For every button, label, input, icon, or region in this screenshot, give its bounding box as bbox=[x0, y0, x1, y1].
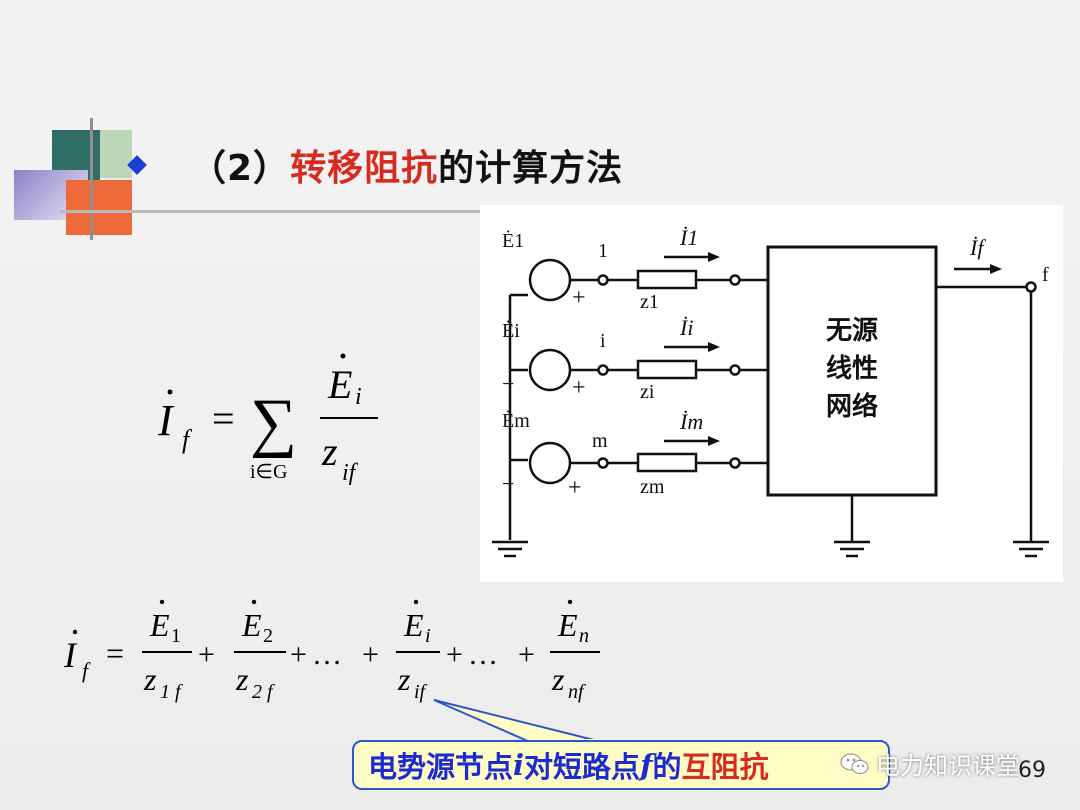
network-label-line-2: 线性 bbox=[826, 354, 878, 384]
f2-term-2-den: z bbox=[235, 661, 249, 697]
slide-title: （2）转移阻抗的计算方法 bbox=[190, 139, 623, 191]
f2-ellipsis-2: … bbox=[468, 638, 498, 671]
title-prefix: （2） bbox=[190, 148, 291, 189]
f2-dot-term-2 bbox=[251, 599, 257, 605]
f2-term-1-num-sub: 1 bbox=[171, 625, 181, 647]
f2-equals: = bbox=[106, 635, 124, 671]
f2-term-1-den-sub: 1 f bbox=[160, 681, 183, 703]
plus-sign-m: + bbox=[568, 475, 582, 501]
current-label-m: İm bbox=[679, 409, 703, 434]
f2-lhs: I bbox=[63, 635, 78, 675]
f1-lhs-sub: f bbox=[182, 425, 193, 454]
callout-var-f: f bbox=[640, 748, 653, 782]
f2-term-i-num: E bbox=[403, 607, 424, 643]
f2-term-2-den-sub: 2 f bbox=[252, 681, 275, 703]
network-label-line-1: 无源 bbox=[826, 316, 878, 346]
minus-sign-i: − bbox=[502, 371, 514, 396]
circuit-diagram: Ė1 Ėi Ėm 1 i m İ1 İi İm z1 zi zm İf f + … bbox=[480, 205, 1063, 582]
f2-term-i-den: z bbox=[397, 661, 411, 697]
decor-orange-block bbox=[66, 180, 132, 235]
callout-text-3: 的 bbox=[652, 750, 682, 784]
plus-sign-i: + bbox=[572, 375, 586, 401]
callout-text-2: 对短路点 bbox=[524, 750, 641, 784]
node-label-i: i bbox=[600, 330, 606, 352]
f1-sum-index: i∈G bbox=[250, 461, 287, 483]
title-underline bbox=[60, 210, 490, 213]
arrow-heads bbox=[708, 252, 1002, 446]
title-suffix: 的计算方法 bbox=[438, 148, 624, 189]
formula-expanded-svg: I f = E 1 z 1 f + E 2 z 2 f + … + E i bbox=[63, 599, 600, 703]
plus-sign-1: + bbox=[572, 285, 586, 311]
f1-sum-symbol: ∑ bbox=[250, 386, 297, 459]
watermark: 电力知识课堂 bbox=[840, 746, 1020, 781]
circuit-svg: Ė1 Ėi Ėm 1 i m İ1 İi İm z1 zi zm İf f + … bbox=[492, 225, 1049, 558]
f2-term-n-den-sub: nf bbox=[568, 681, 586, 703]
f2-term-i-num-sub: i bbox=[425, 625, 431, 647]
callout-pointer-shape bbox=[433, 699, 603, 743]
impedance-label-i: zi bbox=[640, 381, 655, 403]
f1-denominator: z bbox=[321, 429, 338, 474]
current-label-i: İi bbox=[679, 315, 693, 340]
title-row: （2）转移阻抗的计算方法 bbox=[127, 139, 623, 191]
f2-term-n-den: z bbox=[551, 661, 565, 697]
f1-equals: = bbox=[212, 396, 235, 441]
f2-lhs-sub: f bbox=[82, 658, 91, 683]
diamond-bullet-icon bbox=[127, 155, 147, 175]
f2-term-2-num-sub: 2 bbox=[263, 625, 273, 647]
circuit-wires bbox=[492, 245, 1049, 558]
source-label-m: Ėm bbox=[502, 409, 530, 432]
f1-lhs: I bbox=[157, 396, 175, 445]
f2-term-n-num: E bbox=[557, 607, 578, 643]
node-label-m: m bbox=[592, 430, 608, 452]
title-highlight: 转移阻抗 bbox=[290, 148, 439, 189]
f2-dot-term-1 bbox=[159, 599, 165, 605]
formula-summation: I f = ∑ i∈G E i z if bbox=[140, 340, 400, 500]
f2-plus-5: + bbox=[518, 638, 535, 671]
callout-highlight: 互阻抗 bbox=[681, 750, 769, 784]
dot-accent-num bbox=[340, 353, 346, 359]
impedance-label-1: z1 bbox=[640, 291, 659, 313]
decor-green-block bbox=[100, 130, 132, 178]
source-label-i: Ėi bbox=[502, 319, 520, 342]
callout-var-i: i bbox=[513, 748, 525, 782]
callout-text-1: 电势源节点 bbox=[368, 750, 514, 784]
wechat-icon bbox=[840, 753, 869, 774]
f2-term-2-num: E bbox=[241, 607, 262, 643]
formula-summation-svg: I f = ∑ i∈G E i z if bbox=[157, 353, 378, 486]
f1-numerator-sub: i bbox=[355, 384, 362, 410]
dot-accent-lhs bbox=[167, 389, 173, 395]
f2-plus-4: + bbox=[446, 638, 463, 671]
f2-dot-lhs bbox=[72, 629, 78, 635]
impedance-label-m: zm bbox=[640, 476, 665, 498]
network-label-line-3: 网络 bbox=[826, 391, 878, 422]
f2-term-i-den-sub: if bbox=[414, 681, 428, 703]
f2-term-1-num: E bbox=[149, 607, 170, 643]
f2-plus-3: + bbox=[362, 638, 379, 671]
f1-denominator-sub: if bbox=[342, 460, 359, 486]
page-number: 69 bbox=[1018, 758, 1046, 783]
node-label-1: 1 bbox=[598, 240, 608, 262]
f2-dot-term-n bbox=[567, 599, 573, 605]
f2-plus-2: + bbox=[290, 638, 307, 671]
f2-plus-1: + bbox=[198, 638, 215, 671]
current-label-1: İ1 bbox=[679, 225, 698, 250]
decor-vertical-line bbox=[90, 118, 93, 240]
f2-term-1-den: z bbox=[143, 661, 157, 697]
f2-dot-term-i bbox=[413, 599, 419, 605]
watermark-text: 电力知识课堂 bbox=[876, 752, 1020, 780]
source-label-1: Ė1 bbox=[502, 229, 524, 252]
f2-ellipsis-1: … bbox=[312, 638, 342, 671]
fault-current-label: İf bbox=[969, 235, 986, 260]
fault-node-label: f bbox=[1042, 264, 1049, 286]
formula-expanded: I f = E 1 z 1 f + E 2 z 2 f + … + E i bbox=[50, 592, 610, 712]
f2-term-n-num-sub: n bbox=[579, 625, 589, 647]
f1-numerator: E bbox=[327, 362, 352, 407]
minus-sign-m: − bbox=[502, 471, 514, 496]
